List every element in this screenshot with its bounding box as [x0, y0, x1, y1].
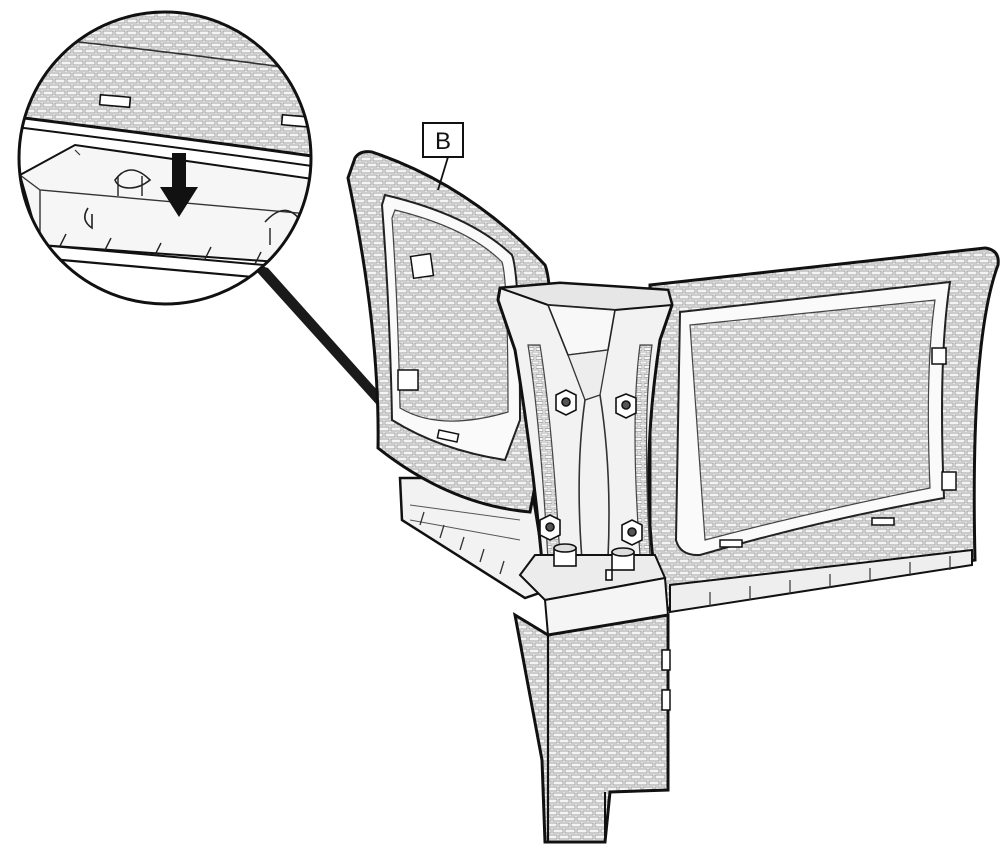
- left-backrest-panel-b: [346, 150, 553, 514]
- right-backrest-panel: [648, 246, 1000, 614]
- leg-post: [512, 611, 671, 844]
- part-label-b-text: B: [435, 128, 451, 155]
- down-arrow-icon: [160, 153, 198, 217]
- part-label-leader-line: [437, 156, 449, 191]
- zoom-detail-callout: [17, 10, 313, 306]
- callout-pointer: [248, 262, 386, 406]
- center-spine-connector: [496, 281, 674, 637]
- part-label-b: B: [422, 122, 464, 191]
